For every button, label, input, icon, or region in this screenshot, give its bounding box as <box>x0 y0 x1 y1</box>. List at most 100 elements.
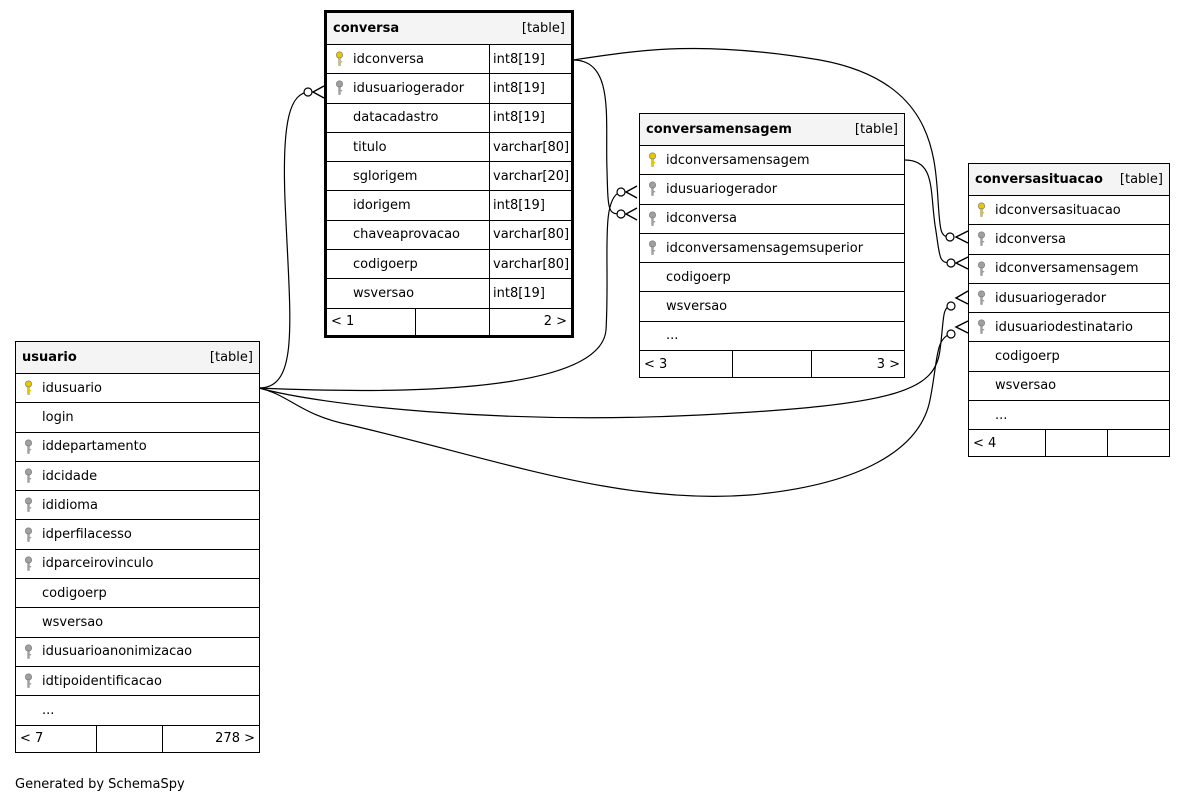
column-name: idusuario <box>42 380 102 396</box>
column-name: ... <box>666 328 679 344</box>
column-row[interactable]: ... <box>16 696 259 726</box>
table-name: conversasituacao <box>975 172 1103 187</box>
parents-count[interactable]: < 1 <box>327 308 416 335</box>
column-row[interactable]: wsversao <box>16 608 259 638</box>
column-name: idusuariogerador <box>353 80 465 96</box>
edge-usuario-conversamensagem <box>258 191 621 392</box>
column-name: login <box>42 409 74 425</box>
column-row[interactable]: idperfilacesso <box>16 520 259 550</box>
column-list: idconversamensagem idusuariogerador idconv… <box>640 146 904 352</box>
column-row[interactable]: idconversamensagem <box>969 255 1169 284</box>
column-type: int8[19] <box>489 45 571 74</box>
column-row[interactable]: codigoerp varchar[80] <box>327 250 571 280</box>
foreign-key-icon <box>644 181 660 197</box>
footer-middle <box>733 351 812 378</box>
column-row[interactable]: idconversa <box>969 225 1169 255</box>
column-row[interactable]: idconversamensagemsuperior <box>640 234 904 264</box>
column-row[interactable]: idusuariodestinatario <box>969 313 1169 343</box>
column-row[interactable]: ... <box>969 401 1169 431</box>
column-row[interactable]: wsversao <box>640 292 904 322</box>
column-name: ididioma <box>42 497 98 513</box>
foreign-key-icon <box>973 319 989 335</box>
column-type: varchar[80] <box>489 250 571 279</box>
column-row[interactable]: codigoerp <box>969 342 1169 372</box>
column-name-cell: idconversasituacao <box>969 196 1169 224</box>
table-conversamensagem[interactable]: conversamensagem [table] idconversamensa… <box>639 113 905 379</box>
column-name-cell: idconversa <box>327 45 489 73</box>
column-row[interactable]: idparceirovinculo <box>16 550 259 580</box>
column-row[interactable]: idtipoidentificacao <box>16 667 259 697</box>
table-type: [table] <box>1119 172 1163 187</box>
parents-count[interactable]: < 4 <box>969 430 1046 457</box>
column-row[interactable]: idorigem int8[19] <box>327 191 571 221</box>
column-name-cell: wsversao <box>969 372 1169 400</box>
column-name: idconversa <box>995 231 1066 247</box>
column-name-cell: idconversamensagem <box>640 146 904 174</box>
column-name-cell: idperfilacesso <box>16 520 259 548</box>
column-row[interactable]: ... <box>640 322 904 352</box>
table-usuario[interactable]: usuario [table] idusuario login iddepartam… <box>15 341 260 753</box>
column-name: codigoerp <box>995 349 1060 365</box>
column-row[interactable]: codigoerp <box>640 263 904 293</box>
column-type: varchar[80] <box>489 220 571 250</box>
column-name: sglorigem <box>353 168 418 184</box>
column-name-cell: sglorigem <box>327 162 489 190</box>
column-row[interactable]: idcidade <box>16 462 259 492</box>
table-name: usuario <box>22 350 77 365</box>
foreign-key-icon <box>20 439 36 455</box>
column-name: codigoerp <box>353 256 418 272</box>
column-row[interactable]: login <box>16 403 259 433</box>
children-count[interactable]: 278 > <box>215 731 255 747</box>
children-count[interactable] <box>1108 430 1169 456</box>
column-row[interactable]: idusuarioanonimizacao <box>16 638 259 667</box>
edge-conversa-conversasituacao <box>572 47 951 238</box>
table-header: usuario [table] <box>16 342 259 374</box>
parents-count[interactable]: < 7 <box>16 725 97 752</box>
column-row[interactable]: idusuario <box>16 374 259 404</box>
column-row[interactable]: idusuariogerador <box>969 284 1169 314</box>
table-conversasituacao[interactable]: conversasituacao [table] idconversasitua… <box>968 163 1170 458</box>
edge-usuario-conversasituacao-destinatario <box>258 333 951 498</box>
column-row[interactable]: ididioma <box>16 491 259 521</box>
column-name-cell: codigoerp <box>969 342 1169 370</box>
footer-middle <box>97 725 163 752</box>
foreign-key-icon <box>973 261 989 277</box>
primary-key-icon <box>20 380 36 396</box>
column-name: ... <box>995 407 1008 423</box>
table-footer: < 7 278 > <box>16 725 259 752</box>
edge-conversamensagem-conversasituacao <box>904 159 951 264</box>
column-row[interactable]: idconversa <box>640 205 904 234</box>
column-name-cell: idconversa <box>969 225 1169 253</box>
column-row[interactable]: iddepartamento <box>16 433 259 462</box>
column-type: int8[19] <box>489 191 571 220</box>
foreign-key-icon <box>644 240 660 256</box>
column-name: idorigem <box>353 198 411 214</box>
column-name: titulo <box>353 139 387 155</box>
column-name-cell: wsversao <box>16 608 259 636</box>
column-row[interactable]: idconversasituacao <box>969 196 1169 226</box>
column-row[interactable]: idconversamensagem <box>640 146 904 176</box>
edge-usuario-conversa <box>258 91 311 389</box>
column-name: wsversao <box>995 378 1057 394</box>
foreign-key-icon <box>973 290 989 306</box>
children-count[interactable]: 3 > <box>876 356 900 372</box>
table-name: conversa <box>333 21 400 36</box>
column-row[interactable]: wsversao <box>969 372 1169 402</box>
column-row[interactable]: codigoerp <box>16 579 259 609</box>
column-name: idusuariogerador <box>666 181 778 197</box>
children-count[interactable]: 2 > <box>543 314 567 330</box>
column-row[interactable]: idusuariogerador <box>640 175 904 205</box>
column-name: idconversamensagem <box>995 261 1139 277</box>
parents-count[interactable]: < 3 <box>640 351 733 378</box>
column-name-cell: titulo <box>327 133 489 161</box>
